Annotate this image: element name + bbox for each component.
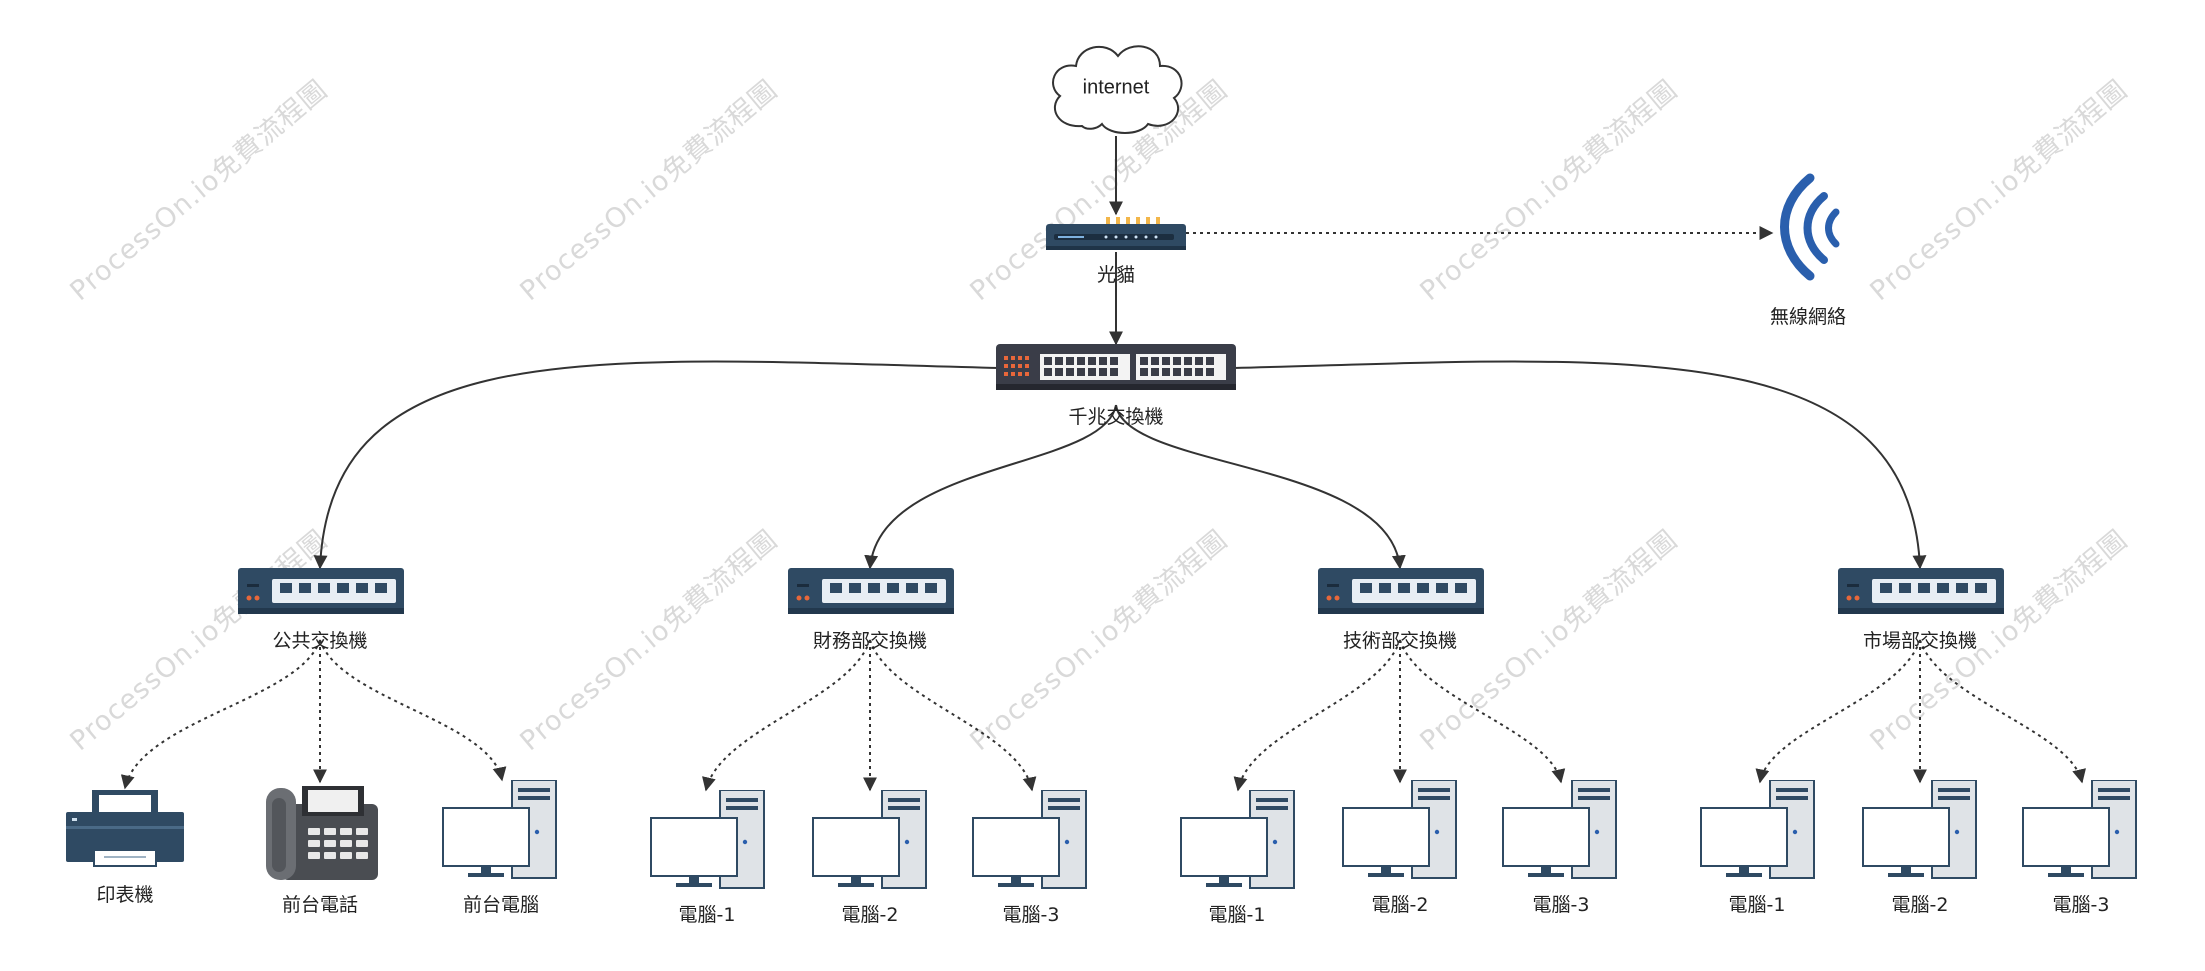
link-core-finance [864,404,1117,570]
device-label: 前台電腦 [462,894,540,916]
link-core-tech [1115,404,1406,570]
switch-label: 財務部交換機 [812,630,928,652]
device-label: 電腦-2 [1371,894,1429,916]
switch-icon [788,568,954,614]
printer-icon [66,790,184,867]
core-switch-icon [996,344,1236,390]
switch-label: 市場部交換機 [1862,630,1978,652]
computer-icon [2022,780,2137,879]
switch-icon [1318,568,1484,614]
device-label: 電腦-2 [841,904,899,926]
device-label: 電腦-3 [1532,894,1590,916]
device-label: 電腦-1 [678,904,736,926]
computer-icon [1180,790,1295,889]
computer-icon [812,790,927,889]
link-public-computer [319,639,507,782]
computer-icon [442,780,557,879]
switch-label: 技術部交換機 [1342,630,1458,652]
computer-icon [1342,780,1457,879]
internet-label: internet [1082,76,1150,99]
link-tech-pc3 [1399,639,1566,784]
core-switch-label: 千兆交換機 [1068,406,1164,428]
link-core-market [1233,360,1927,570]
modem-label: 光貓 [1096,264,1136,286]
computer-icon [972,790,1087,889]
link-tech-pc1 [1233,639,1401,792]
computer-icon [1862,780,1977,879]
computer-icon [1700,780,1815,879]
device-label: 電腦-1 [1208,904,1266,926]
computer-icon [1502,780,1617,879]
link-core-public [313,360,1001,570]
cloud-icon [1052,45,1183,134]
computer-icon [650,790,765,889]
device-label: 前台電話 [281,894,359,916]
device-label: 印表機 [96,884,154,906]
modem-icon [1046,217,1186,250]
switch-icon [238,568,404,614]
switch-icon [1838,568,2004,614]
device-label: 電腦-3 [1002,904,1060,926]
phone-icon [266,786,378,880]
wireless-label: 無線網絡 [1769,306,1847,328]
wireless-icon [1780,173,1840,281]
link-finance-pc1 [702,639,871,792]
link-public-printer [120,639,321,790]
switch-label: 公共交換機 [272,630,368,652]
device-label: 電腦-1 [1728,894,1786,916]
link-finance-pc3 [869,639,1037,792]
link-market-pc1 [1755,639,1921,784]
device-label: 電腦-2 [1891,894,1949,916]
device-label: 電腦-3 [2052,894,2110,916]
link-market-pc3 [1919,639,2086,784]
